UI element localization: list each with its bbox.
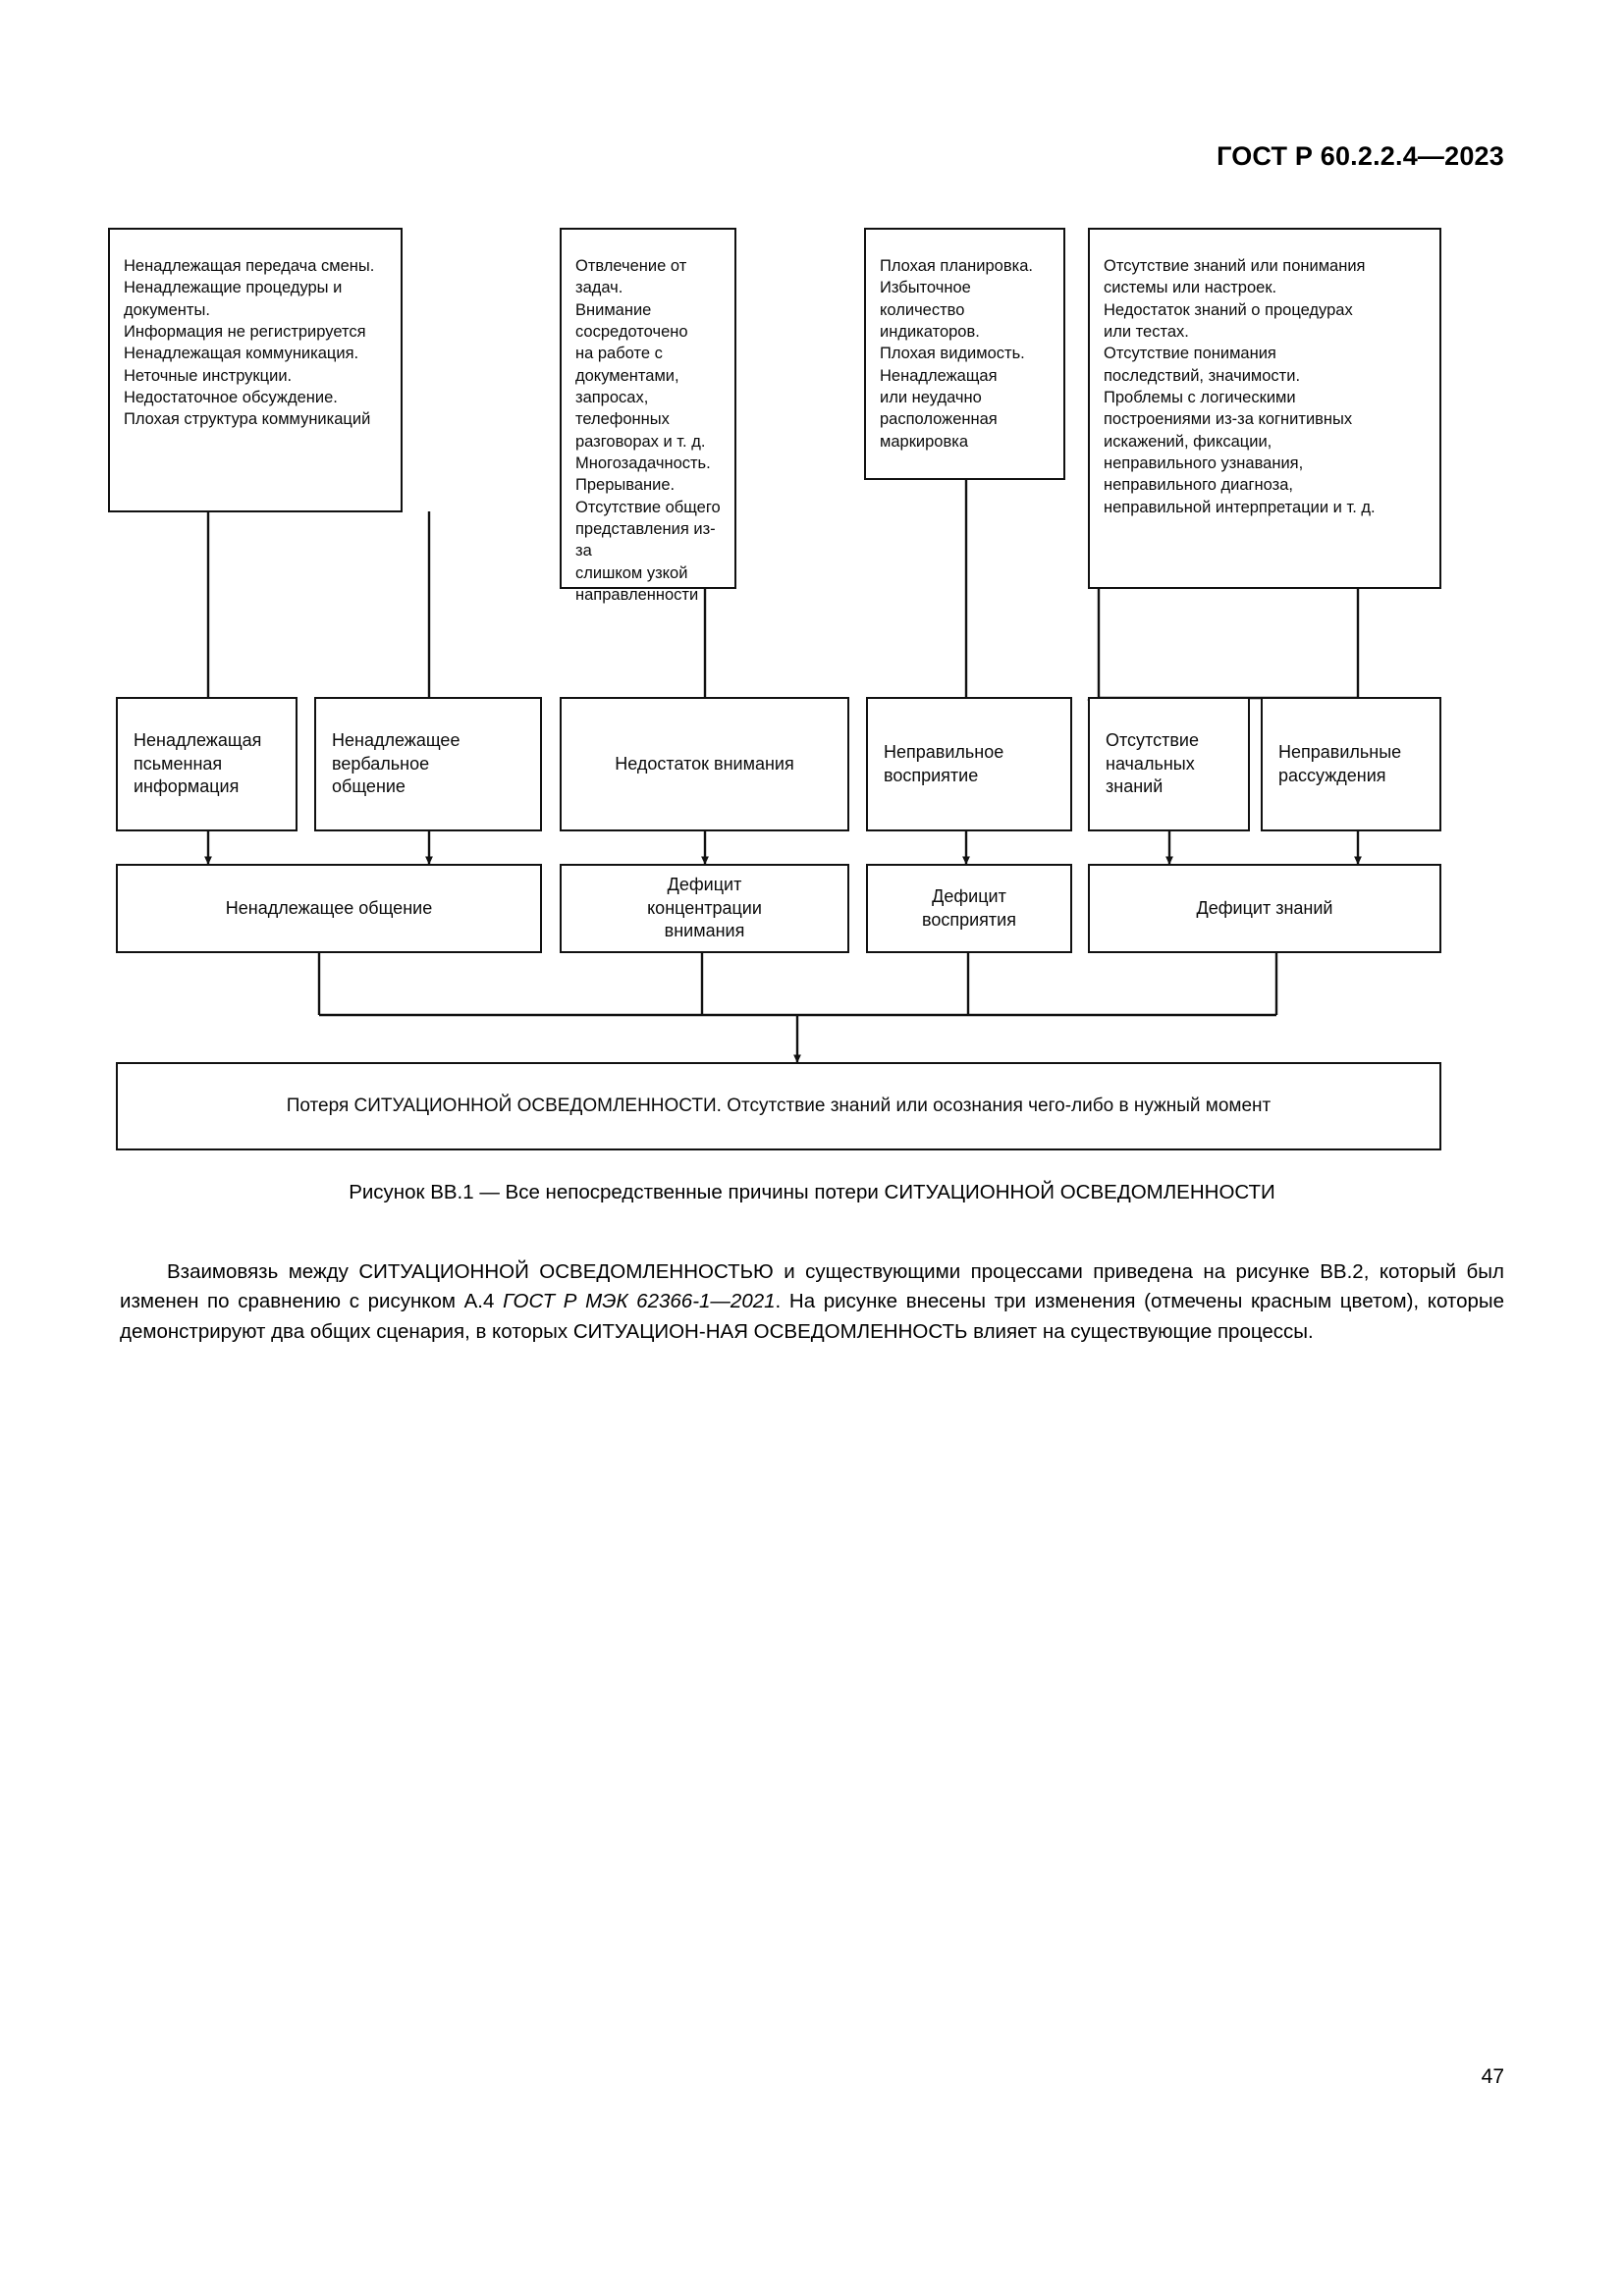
figure-bb1: Ненадлежащая передача смены. Ненадлежащи… (108, 228, 1441, 1150)
cause-box-knowledge: Отсутствие знаний или понимания системы … (1088, 228, 1441, 589)
aggregate-box-knowledge-deficit: Дефицит знаний (1088, 864, 1441, 953)
aggregate-box-attention-deficit: Дефицит концентрации внимания (560, 864, 849, 953)
page-number: 47 (1481, 2065, 1504, 2088)
cause-box-communication: Ненадлежащая передача смены. Ненадлежащи… (108, 228, 403, 512)
mid-box-wrong-reasoning: Неправильные рассуждения (1261, 697, 1441, 831)
body-paragraph: Взаимовязь между СИТУАЦИОННОЙ ОСВЕДОМЛЕН… (120, 1257, 1504, 1347)
figure-caption: Рисунок ВВ.1 — Все непосредственные прич… (349, 1181, 1275, 1203)
mid-box-verbal-communication: Ненадлежащее вербальное общение (314, 697, 542, 831)
paragraph-text-part2: . На рисунке внесены три изменения (отме… (120, 1290, 1505, 1343)
mid-box-written-info: Ненадлежащая псьменная информация (116, 697, 298, 831)
figure-connectors (204, 480, 1362, 1063)
mid-box-lack-of-attention: Недостаток внимания (560, 697, 849, 831)
cause-box-attention: Отвлечение от задач. Внимание сосредоточ… (560, 228, 736, 604)
document-standard-header: ГОСТ Р 60.2.2.4—2023 (1217, 141, 1504, 171)
paragraph-standard-reference: ГОСТ Р МЭК 62366-1—2021 (503, 1290, 776, 1313)
mid-box-no-initial-knowledge: Отсутствие начальных знаний (1088, 697, 1250, 831)
mid-box-wrong-perception: Неправильное восприятие (866, 697, 1072, 831)
aggregate-box-improper-communication: Ненадлежащее общение (116, 864, 542, 953)
cause-box-perception: Плохая планировка. Избыточное количество… (864, 228, 1065, 480)
summary-box-loss-of-situational-awareness: Потеря СИТУАЦИОННОЙ ОСВЕДОМЛЕННОСТИ. Отс… (116, 1062, 1441, 1150)
aggregate-box-perception-deficit: Дефицит восприятия (866, 864, 1072, 953)
paragraph-text-part1: Взаимовязь между СИТУАЦИОННОЙ ОСВЕДОМЛЕН… (120, 1260, 1504, 1313)
